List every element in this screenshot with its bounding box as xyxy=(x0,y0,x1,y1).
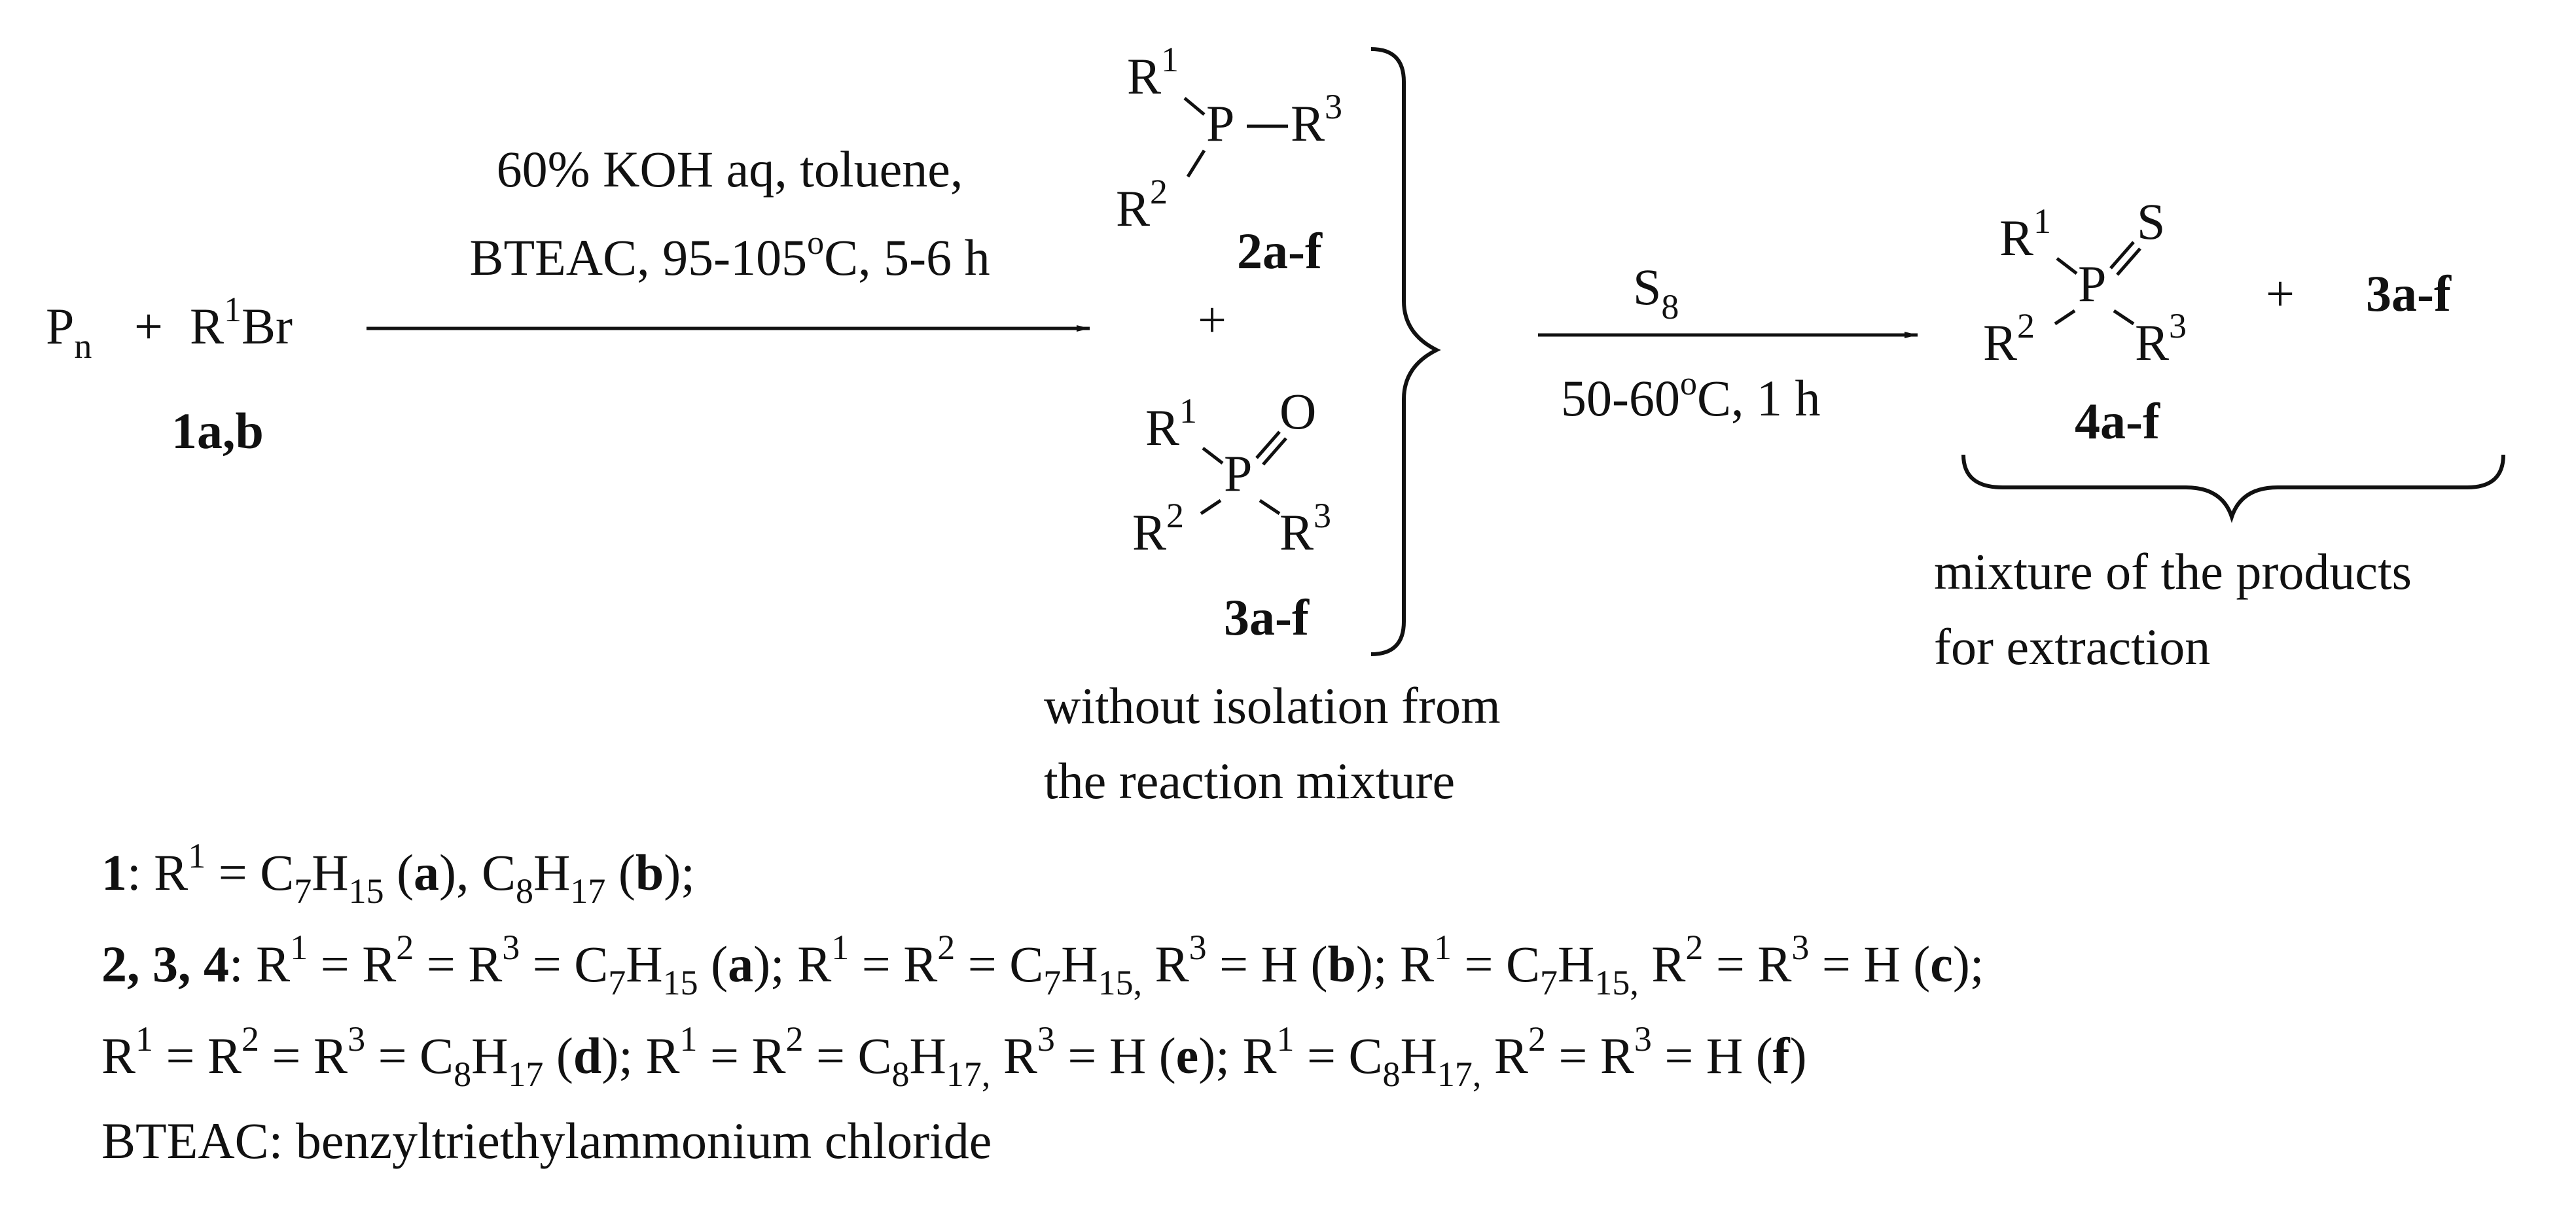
alkyl-bromide: R1Br xyxy=(190,290,293,355)
reaction-arrow-1: 60% KOH aq, toluene, BTEAC, 95-105oC, 5-… xyxy=(367,141,1090,332)
intermediate-plus: + xyxy=(1198,291,1226,348)
oxide-r3: R3 xyxy=(1279,496,1331,561)
bond-p-o-b xyxy=(1262,437,1287,466)
bond-p-s-a xyxy=(2109,241,2135,270)
phosphine-structure: R1 P R3 R2 2a-f xyxy=(1116,40,1342,279)
product-note-line2: for extraction xyxy=(1934,618,2210,675)
reaction-arrow-2: S8 50-60oC, 1 h xyxy=(1538,258,1918,427)
oxide-r2: R2 xyxy=(1132,496,1184,561)
bond-oxide-p-r2 xyxy=(1200,499,1222,516)
phosphine-sulfide-structure: R1 P S R2 R3 4a-f xyxy=(1983,193,2187,449)
sulfide-p: P xyxy=(2078,255,2106,312)
sulfide-r2: R2 xyxy=(1983,306,2035,371)
compound-label-1ab: 1a,b xyxy=(171,402,264,459)
step1-conditions-line1: 60% KOH aq, toluene, xyxy=(497,141,963,198)
compound-label-3af: 3a-f xyxy=(1224,589,1310,646)
bond-sulfide-p-r1 xyxy=(2056,257,2078,275)
bond-oxide-p-r1 xyxy=(1202,447,1224,465)
phosphine-p: P xyxy=(1206,95,1234,152)
right-brace xyxy=(1370,47,1441,656)
legend-line-3: R1 = R2 = R3 = C8H17 (d); R1 = R2 = C8H1… xyxy=(101,1019,1807,1094)
legend-line-4: BTEAC: benzyltriethylammonium chloride xyxy=(101,1112,992,1169)
bond-p-s-b xyxy=(2116,247,2141,276)
bond-oxide-p-r3 xyxy=(1259,499,1281,516)
sulfide-s: S xyxy=(2137,193,2165,250)
product-plus: + xyxy=(2266,265,2295,322)
oxide-o: O xyxy=(1279,383,1316,440)
phosphine-oxide-structure: R1 P O R2 R3 3a-f xyxy=(1132,383,1331,646)
oxide-p: P xyxy=(1224,445,1252,502)
step2-reagent: S8 xyxy=(1633,258,1679,326)
product-note-line1: mixture of the products xyxy=(1934,543,2412,600)
legend-line-2: 2, 3, 4: R1 = R2 = R3 = C7H15 (a); R1 = … xyxy=(101,928,1984,1002)
sulfide-r1: R1 xyxy=(1999,202,2051,266)
compound-label-3af-product: 3a-f xyxy=(2366,265,2452,322)
bond-sulfide-p-r3 xyxy=(2113,309,2135,326)
phosphine-r2: R2 xyxy=(1116,172,1168,237)
plus-sign: + xyxy=(134,298,163,355)
compound-label-4af: 4a-f xyxy=(2075,393,2160,449)
intermediates: R1 P R3 R2 2a-f + R1 P O R2 R3 3a-f with… xyxy=(1044,40,1501,809)
legend: 1: R1 = C7H15 (a), C8H17 (b); 2, 3, 4: R… xyxy=(101,836,1984,1169)
step1-conditions-line2: BTEAC, 95-105oC, 5-6 h xyxy=(469,224,990,286)
bond-p-r1 xyxy=(1183,97,1206,116)
oxide-r1: R1 xyxy=(1145,391,1197,456)
sulfide-r3: R3 xyxy=(2135,306,2187,371)
bottom-brace xyxy=(1961,454,2505,523)
reactants: Pn + R1Br 1a,b xyxy=(46,290,293,459)
compound-label-2af: 2a-f xyxy=(1237,222,1323,279)
legend-line-1: 1: R1 = C7H15 (a), C8H17 (b); xyxy=(101,836,695,911)
phosphorus-element: Pn xyxy=(46,298,92,366)
intermediate-note-line2: the reaction mixture xyxy=(1044,752,1455,809)
intermediate-note-line1: without isolation from xyxy=(1044,677,1501,734)
bond-p-o-a xyxy=(1255,430,1281,459)
phosphine-r1: R1 xyxy=(1127,40,1179,105)
bond-sulfide-p-r2 xyxy=(2054,309,2076,326)
bond-p-r2 xyxy=(1186,149,1206,178)
step2-conditions: 50-60oC, 1 h xyxy=(1561,365,1821,427)
products: R1 P S R2 R3 4a-f + 3a-f mixture of the … xyxy=(1934,193,2505,675)
phosphine-r3: R3 xyxy=(1291,87,1342,152)
